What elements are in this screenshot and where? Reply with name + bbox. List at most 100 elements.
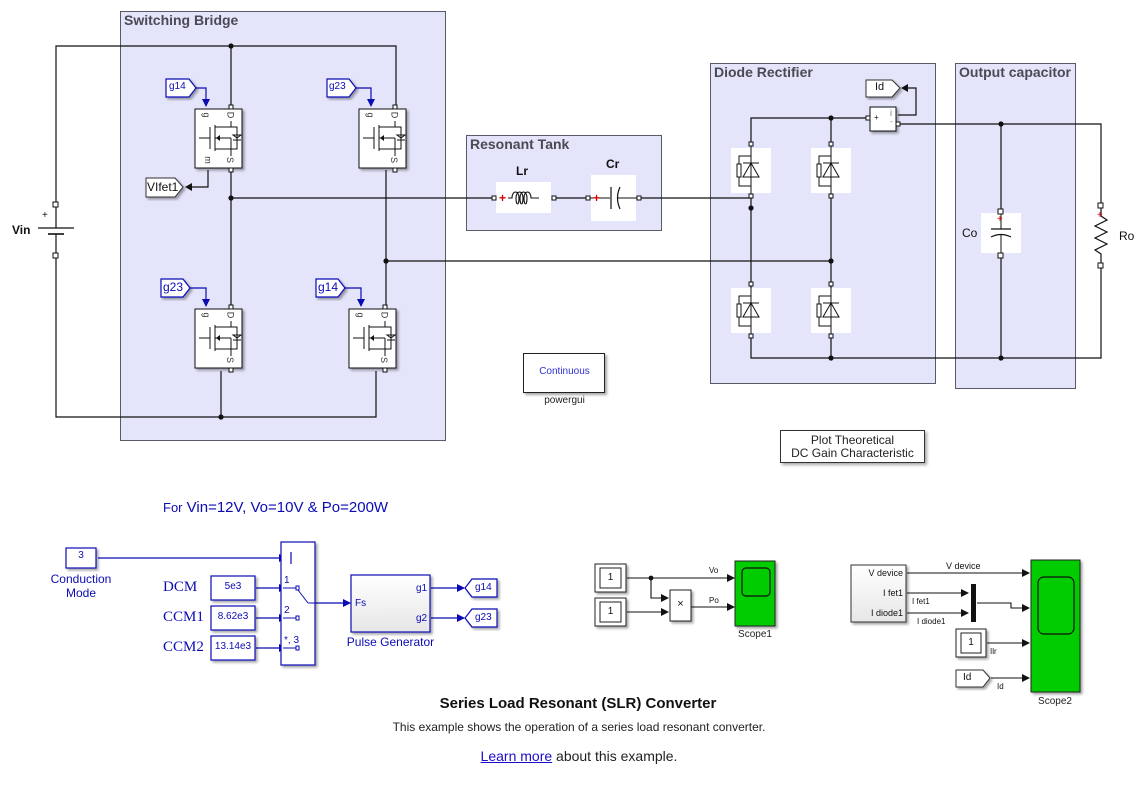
power-wires[interactable] [55,45,1102,418]
vifet1-goto-tag[interactable] [145,177,192,198]
id-from-tag-label: Id [963,672,972,683]
plot-button-line2: DC Gain Characteristic [791,446,914,460]
conduction-mode-label-2: Mode [65,586,97,600]
display-blocks-scope1[interactable] [594,563,627,627]
mosfet-meas-port-label: m [202,156,213,164]
signal-ilr-label: Ilr [990,647,997,656]
pulse-generator-block[interactable] [350,574,431,633]
mosfet-drain-port-label: D [389,111,400,119]
signal-vdevice-label: V device [946,561,981,571]
signal-id-label: Id [997,682,1004,691]
mode-constants[interactable] [210,575,256,661]
scope1-wires [627,574,735,616]
ilr-display-block[interactable] [955,628,987,658]
q2-gate-tag-label: g23 [329,81,346,92]
area-title-resonant-tank: Resonant Tank [470,136,570,152]
rectifier-diodes[interactable] [731,141,851,339]
learn-more-link[interactable]: Learn more [480,748,553,764]
ilr-display-value: 1 [968,637,974,648]
control-annotation: For Vin=12V, Vo=10V & Po=200W [163,499,389,516]
pg-out1-port: g1 [416,583,428,594]
multiport-switch[interactable] [280,541,316,666]
mosfet-q2[interactable] [358,104,407,173]
pg-goto-g14-label: g14 [475,582,492,593]
junction-dots [218,43,1004,420]
learn-more-suffix: about this example. [552,748,678,764]
scope2-block[interactable] [1030,559,1081,693]
id-tag-label: Id [875,81,885,93]
switch-port-3: *, 3 [284,635,300,646]
q3-gate-tag-label: g23 [163,280,184,294]
mux-bar[interactable] [971,584,976,622]
ro-label: Ro [1119,229,1135,243]
capacitor-cr[interactable]: + [585,175,642,221]
diode-d4[interactable] [811,281,851,339]
conduction-mode-constant[interactable] [65,547,97,569]
current-meas-minus: - [890,117,893,126]
product-block[interactable] [669,589,692,622]
mosfet-gate-port-label: g [201,312,212,318]
area-diode-rectifier[interactable] [710,63,936,384]
display2-value: 1 [607,606,614,617]
powergui-mode: Continuous [539,366,590,377]
pg-goto-tags[interactable] [464,578,498,628]
current-measurement-block[interactable] [865,106,901,132]
pulse-generator-label: Pulse Generator [346,635,435,649]
diode-d1[interactable] [731,141,771,199]
control-wires [98,554,465,652]
vifet1-tag-label: VIfet1 [147,180,179,194]
signal-po-label: Po [709,596,719,605]
diode-d2[interactable] [811,141,851,199]
area-title-diode-rectifier: Diode Rectifier [714,64,813,80]
meas-port-ifet1: I fet1 [882,588,903,598]
mosfet-gate-port-label: g [355,312,366,318]
mosfet-drain-port-label: D [225,311,236,319]
id-goto-tag[interactable] [865,79,908,98]
conduction-mode-label-1: Conduction [50,572,112,586]
gate-from-tags[interactable] [160,78,357,298]
co-label: Co [962,226,978,240]
junction-dot [648,575,654,581]
switch-port-2: 2 [284,605,290,616]
inductor-lr[interactable]: + [491,182,557,213]
mosfet-source-port-label: S [389,156,400,164]
scope1-block[interactable] [734,560,776,627]
id-from-tag[interactable] [955,669,991,688]
area-title-switching-bridge: Switching Bridge [124,12,239,28]
mode-label-ccm2: CCM2 [163,639,204,655]
plot-button-line1: Plot Theoretical [810,433,895,447]
diode-d3[interactable] [731,281,771,339]
resistor-ro[interactable]: + [1093,202,1109,269]
mosfet-q4[interactable] [348,304,397,373]
mosfet-q3[interactable] [194,304,243,373]
lr-label: Lr [516,164,528,178]
mosfet-q1[interactable] [194,104,243,173]
pg-in-port: Fs [355,598,367,609]
switch-port-1: 1 [284,575,290,586]
current-meas-plus: + [874,113,879,122]
mosfet-gate-port-label: g [201,112,212,118]
q1-gate-tag-label: g14 [169,81,186,92]
mode-value-ccm1: 8.62e3 [217,611,249,622]
mosfet-source-port-label: S [225,156,236,164]
signal-ifet1-label: I fet1 [912,597,930,606]
vin-dc-source[interactable] [38,201,74,259]
display1-value: 1 [607,572,614,583]
mosfet-drain-port-label: D [379,311,390,319]
learn-more-line: Learn more about this example. [0,748,1146,764]
current-meas-i: i [890,108,892,118]
plot-dc-gain-button[interactable]: Plot Theoretical DC Gain Characteristic [780,430,925,463]
powergui-block[interactable] [523,353,605,393]
measurement-demux-block[interactable] [850,564,907,623]
annotation-text: Vin=12V, Vo=10V & Po=200W [186,499,389,516]
mosfet-blocks[interactable] [194,104,407,373]
capacitor-co[interactable]: + [981,208,1021,259]
meas-port-idiode1: I diode1 [870,608,903,618]
mosfet-drain-port-label: D [225,111,236,119]
area-switching-bridge[interactable] [120,11,446,441]
model-title: Series Load Resonant (SLR) Converter [439,695,717,712]
mode-value-ccm2: 13.14e3 [214,641,252,652]
cr-label: Cr [606,157,620,171]
meas-port-vdevice: V device [868,568,903,578]
